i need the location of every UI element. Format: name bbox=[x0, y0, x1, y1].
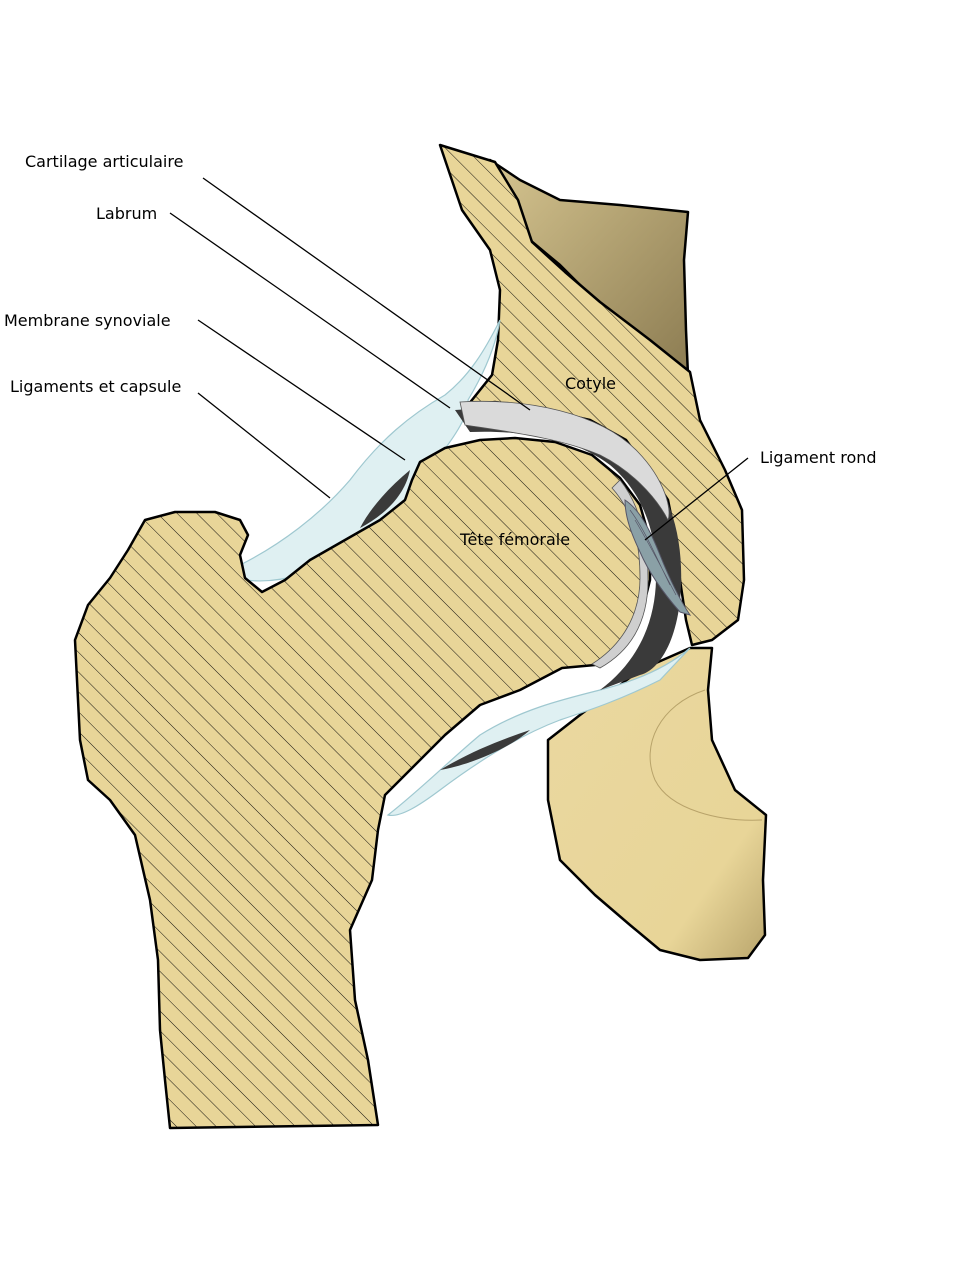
synovial-space bbox=[455, 409, 682, 690]
ischium-contour bbox=[649, 689, 763, 821]
acetabulum-section bbox=[438, 143, 746, 647]
label-membrane-synoviale: Membrane synoviale bbox=[4, 311, 171, 330]
synovial-fold-lower bbox=[440, 730, 530, 770]
leader-synovial bbox=[197, 319, 406, 461]
articular-cartilage bbox=[459, 400, 670, 521]
label-cotyle: Cotyle bbox=[565, 374, 616, 393]
leader-ligaments bbox=[197, 392, 331, 499]
label-ligament-rond: Ligament rond bbox=[760, 448, 877, 467]
synovial-fold-upper bbox=[360, 470, 410, 528]
label-ligaments-capsule: Ligaments et capsule bbox=[10, 377, 181, 396]
label-cartilage-articulaire: Cartilage articulaire bbox=[25, 152, 183, 171]
label-tete-femorale: Tête fémorale bbox=[459, 530, 570, 549]
leader-ligament-rond bbox=[644, 457, 749, 541]
ligament-rond-shape bbox=[624, 499, 692, 616]
leader-cartilage bbox=[202, 177, 531, 411]
ligament-rond-fibers bbox=[629, 509, 677, 596]
leader-labrum bbox=[169, 212, 451, 409]
label-labrum: Labrum bbox=[96, 204, 157, 223]
ischium-bone bbox=[546, 646, 768, 962]
capsule-lower bbox=[386, 647, 691, 817]
femur-section bbox=[73, 436, 652, 1130]
